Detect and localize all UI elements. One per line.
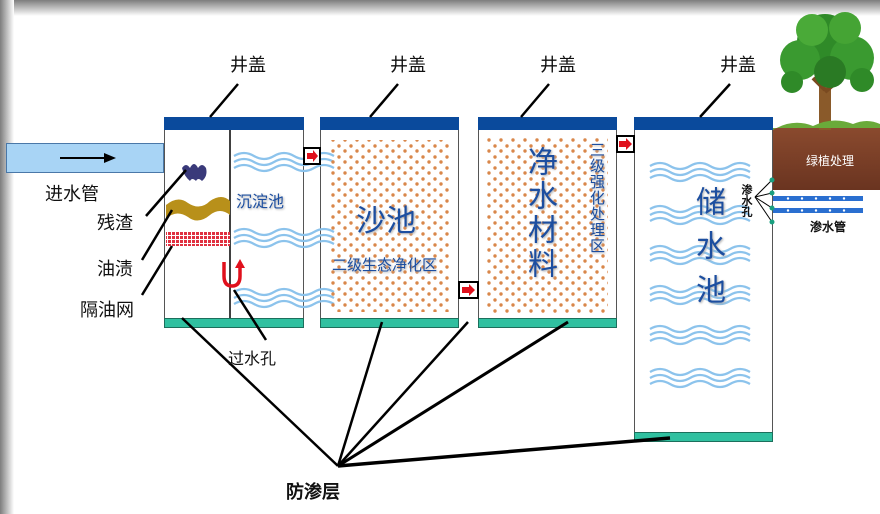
sand-fill-3 <box>486 138 608 314</box>
lid-1 <box>164 117 304 130</box>
tree-icon <box>773 12 880 130</box>
seep-pipe-label: 渗水管 <box>810 220 847 234</box>
lid-2 <box>320 117 459 130</box>
wave-icon <box>232 287 336 309</box>
base-2 <box>320 318 459 328</box>
wave-icon <box>648 367 752 389</box>
secondary-zone-label: 二级生态净化区 <box>332 256 438 274</box>
wave-icon <box>648 161 752 183</box>
top-shadow <box>0 0 880 16</box>
lid-label-3: 井盖 <box>540 55 576 76</box>
left-shadow <box>0 0 14 514</box>
impermeable-layer-label: 防渗层 <box>286 482 340 503</box>
wave-icon <box>232 227 336 249</box>
residue-label: 残渣 <box>97 213 133 234</box>
lid-4 <box>634 117 773 130</box>
lid-3 <box>478 117 617 130</box>
lid-label-1: 井盖 <box>230 55 266 76</box>
overflow-arrow-icon <box>222 259 245 288</box>
base-1 <box>164 318 304 328</box>
lid-label-4: 井盖 <box>720 55 756 76</box>
base-4 <box>634 432 773 442</box>
connector-1-2 <box>303 147 321 165</box>
sand-pool-label: 沙池 <box>356 204 416 239</box>
green-treatment-label: 绿植处理 <box>806 154 855 168</box>
connector-3-4 <box>616 135 635 153</box>
tertiary-zone-label: 三级强化处理区 <box>588 142 606 254</box>
residue-icon <box>182 164 207 181</box>
sediment-tank-label: 沉淀池 <box>236 192 285 211</box>
seep-hole-lines <box>754 179 773 223</box>
connector-2-3 <box>458 281 479 299</box>
seep-hole-label: 渗水孔 <box>740 184 753 217</box>
inlet-pipe-label: 进水管 <box>45 184 99 205</box>
purify-material-label: 净水材料 <box>522 146 557 282</box>
tank-1-oil-separator <box>164 120 304 328</box>
base-3 <box>478 318 617 328</box>
oil-mesh-label: 隔油网 <box>80 300 134 321</box>
seep-pipe-icon <box>773 196 863 213</box>
inlet-flow-arrow <box>60 153 116 163</box>
oil-label: 油渍 <box>97 259 133 280</box>
storage-pool-label: 储水池 <box>690 186 725 318</box>
soil-block <box>773 128 880 190</box>
wave-icon <box>648 324 752 346</box>
overflow-hole-label: 过水孔 <box>228 349 277 368</box>
oil-layer-icon <box>166 197 230 221</box>
lid-label-2: 井盖 <box>390 55 426 76</box>
sand-fill-2 <box>330 140 450 312</box>
oil-mesh-icon <box>166 232 230 246</box>
